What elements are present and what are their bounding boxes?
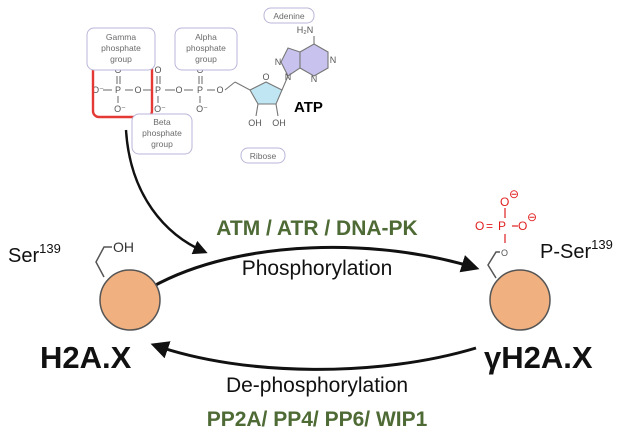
atom-oh: OH bbox=[272, 118, 286, 128]
adenine-five-ring bbox=[280, 47, 301, 77]
atom-o-minus: O⁻ bbox=[154, 104, 166, 114]
phosphorylation-arrow bbox=[151, 245, 480, 289]
atom-o: O bbox=[216, 85, 223, 95]
gamma-h2ax-circle bbox=[489, 269, 551, 331]
beta-label-line: Beta bbox=[153, 117, 171, 127]
phospho-o-double: O bbox=[475, 219, 484, 233]
beta-label-line: group bbox=[151, 139, 173, 149]
phospho-minus-icon: ⊖ bbox=[509, 187, 519, 201]
atom-p-alpha: P bbox=[197, 85, 203, 95]
label-gamma-phosphate: Gamma phosphate group bbox=[86, 27, 156, 71]
adenine-six-ring bbox=[299, 43, 329, 77]
ribose-ring bbox=[249, 81, 283, 105]
label-beta-phosphate: Beta phosphate group bbox=[131, 113, 193, 155]
label-alpha-phosphate: Alpha phosphate group bbox=[174, 27, 238, 71]
alpha-label-line: phosphate bbox=[186, 43, 226, 53]
kinase-enzymes-label: ATM / ATR / DNA-PK bbox=[216, 217, 417, 240]
gamma-label-line: Gamma bbox=[106, 32, 137, 42]
adenine-label: Adenine bbox=[273, 11, 304, 21]
phosphorylation-label: Phosphorylation bbox=[242, 257, 393, 280]
label-adenine: Adenine bbox=[263, 7, 315, 24]
ser-label: Ser139 bbox=[8, 241, 61, 267]
atom-oh: OH bbox=[248, 118, 262, 128]
h2ax-label: H2A.X bbox=[40, 340, 132, 375]
gamma-h2ax-label: γH2A.X bbox=[484, 340, 593, 375]
phospho-p: P bbox=[498, 219, 506, 233]
label-ribose: Ribose bbox=[240, 147, 286, 164]
atom-o-minus: O⁻ bbox=[196, 104, 208, 114]
dephosphorylation-arrow bbox=[150, 341, 477, 371]
phospho-o: O bbox=[518, 219, 527, 233]
h2ax-circle bbox=[99, 269, 161, 331]
phospho-double-bond: = bbox=[486, 219, 493, 233]
atom-o-minus: O⁻ bbox=[92, 85, 104, 95]
atom-o: O bbox=[154, 65, 161, 75]
left-protein: OH Ser139 H2A.X bbox=[8, 239, 161, 375]
atom-p-gamma: P bbox=[115, 85, 121, 95]
atom-o-minus: O⁻ bbox=[114, 104, 126, 114]
atom-n: N bbox=[330, 55, 337, 65]
atom-n: N bbox=[285, 72, 292, 82]
atp-input-arrow bbox=[124, 129, 208, 255]
right-protein: O O = P O ⊖ O ⊖ P-Ser139 γH2A.X bbox=[475, 187, 613, 375]
atom-ring-o: O bbox=[262, 72, 269, 82]
atom-o: O bbox=[134, 85, 141, 95]
dephosphorylation-label: De-phosphorylation bbox=[226, 374, 408, 397]
atom-p-beta: P bbox=[155, 85, 161, 95]
atom-o: O bbox=[175, 85, 182, 95]
atp-label: ATP bbox=[294, 99, 323, 116]
alpha-label-line: Alpha bbox=[195, 32, 217, 42]
alpha-label-line: group bbox=[195, 54, 217, 64]
phospho-ester-o: O bbox=[501, 248, 508, 258]
atom-h2n: H₂N bbox=[297, 25, 314, 35]
p-ser-label: P-Ser139 bbox=[540, 237, 613, 263]
gamma-label-line: phosphate bbox=[101, 43, 141, 53]
hydroxyl-label: OH bbox=[113, 239, 134, 255]
phospho-o-top: O bbox=[500, 195, 509, 209]
ribose-label: Ribose bbox=[250, 151, 277, 161]
beta-label-line: phosphate bbox=[142, 128, 182, 138]
atom-n: N bbox=[275, 57, 282, 67]
phosphatase-enzymes-label: PP2A/ PP4/ PP6/ WIP1 bbox=[207, 408, 428, 431]
atom-n: N bbox=[311, 74, 318, 84]
gamma-label-line: group bbox=[110, 54, 132, 64]
phospho-minus-icon: ⊖ bbox=[527, 210, 537, 224]
atp-structure: O O O O⁻ P O P O P O O⁻ O⁻ O⁻ O OH OH N … bbox=[91, 25, 337, 128]
